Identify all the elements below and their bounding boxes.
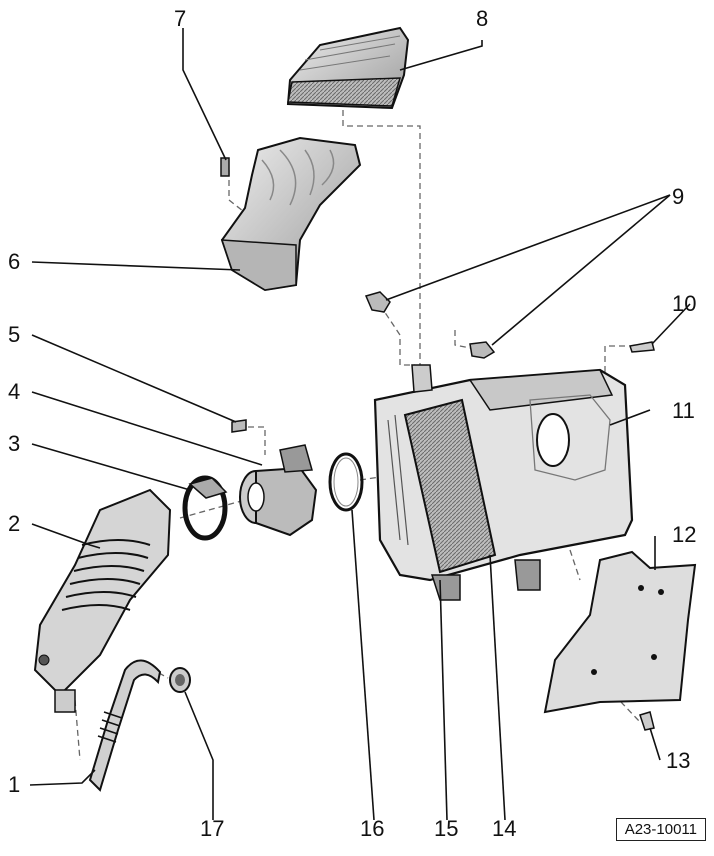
bolt-13 bbox=[639, 711, 655, 731]
bolt-7 bbox=[220, 157, 230, 177]
bolts-9 bbox=[364, 291, 496, 359]
heat-shield bbox=[543, 550, 697, 714]
callout-1: 1 bbox=[8, 772, 21, 797]
figure-code: A23-10011 bbox=[615, 818, 706, 841]
callout-2: 2 bbox=[8, 511, 21, 536]
intake-scoop bbox=[220, 136, 362, 292]
callout-4: 4 bbox=[8, 379, 21, 404]
air-filter-housing bbox=[373, 364, 634, 601]
callout-9: 9 bbox=[672, 184, 685, 209]
filter-element bbox=[403, 398, 497, 574]
hose-clamp bbox=[182, 475, 228, 541]
callout-16: 16 bbox=[360, 816, 385, 841]
callout-7: 7 bbox=[174, 6, 187, 31]
callout-15: 15 bbox=[434, 816, 459, 841]
callout-17: 17 bbox=[200, 816, 225, 841]
breather-pipe bbox=[88, 659, 162, 792]
leader-lines bbox=[29, 28, 691, 821]
bolt-10 bbox=[629, 341, 655, 353]
callout-6: 6 bbox=[8, 249, 21, 274]
air-intake-snorkel bbox=[286, 26, 410, 110]
callout-13: 13 bbox=[666, 748, 691, 773]
grommet-17 bbox=[169, 667, 191, 693]
callout-12: 12 bbox=[672, 522, 697, 547]
air-mass-meter bbox=[239, 444, 318, 537]
o-ring-16 bbox=[328, 452, 364, 512]
callout-14: 14 bbox=[492, 816, 517, 841]
callout-8: 8 bbox=[476, 6, 489, 31]
callout-10: 10 bbox=[672, 291, 697, 316]
callout-11: 11 bbox=[672, 398, 695, 423]
screw-5 bbox=[231, 419, 247, 433]
callout-3: 3 bbox=[8, 431, 21, 456]
intake-hose bbox=[33, 488, 172, 713]
callout-5: 5 bbox=[8, 322, 21, 347]
